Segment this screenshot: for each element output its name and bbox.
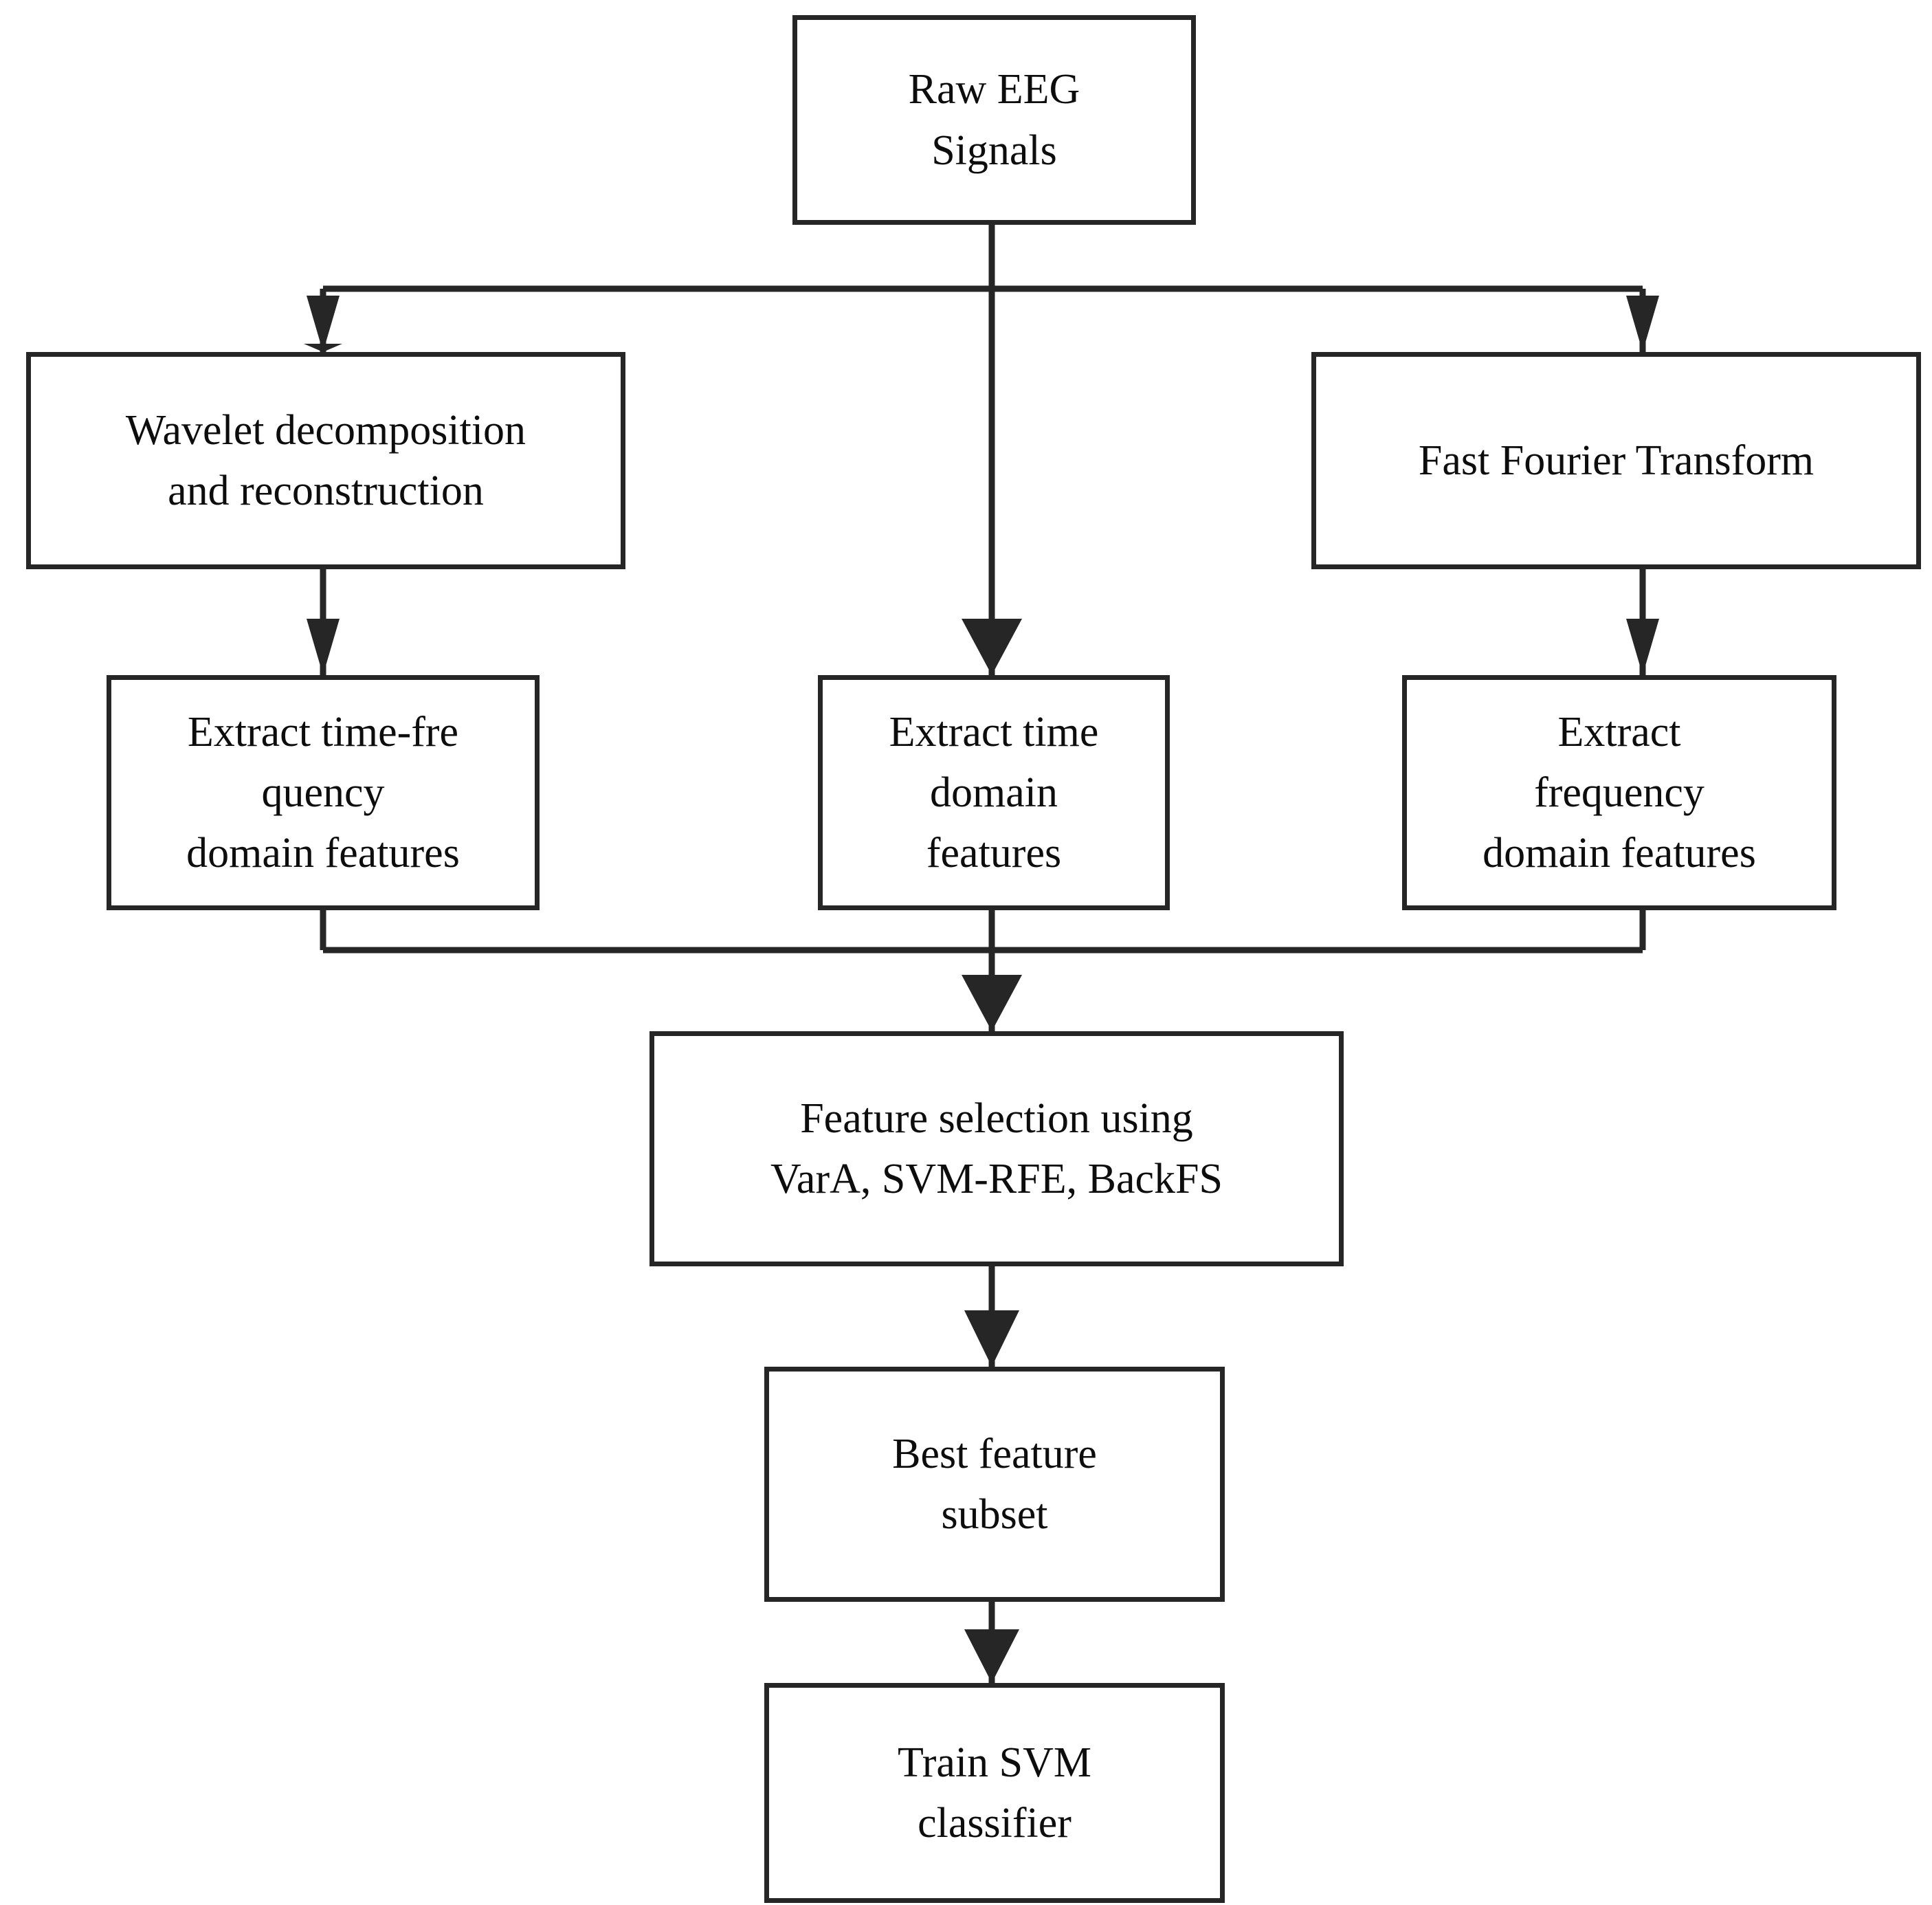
arrowhead-into-freq (1626, 619, 1659, 675)
node-label-extract-time-domain-features: Extract time domain features (889, 708, 1099, 877)
arrowhead-into-timedomain (962, 619, 1022, 675)
arrowhead-into-timefreq (307, 619, 340, 675)
arrowhead-into-wavelet-tail (307, 296, 340, 352)
node-wavelet-decomposition[interactable]: Wavelet decomposition and reconstruction (26, 352, 625, 569)
node-label-feature-selection: Feature selection using VarA, SVM-RFE, B… (770, 1094, 1223, 1202)
node-label-extract-frequency-domain-features: Extract frequency domain features (1483, 708, 1756, 877)
node-label-extract-time-frequency-domain-features: Extract time-fre quency domain features (186, 708, 460, 877)
node-label-raw-eeg-signals: Raw EEG Signals (908, 66, 1080, 174)
node-raw-eeg-signals[interactable]: Raw EEG Signals (792, 15, 1196, 225)
node-best-feature-subset[interactable]: Best feature subset (764, 1367, 1225, 1602)
node-train-svm-classifier[interactable]: Train SVM classifier (764, 1683, 1225, 1903)
arrowhead-into-fft (1626, 296, 1659, 352)
arrowheads (304, 296, 1659, 1683)
node-label-best-feature-subset: Best feature subset (892, 1430, 1097, 1538)
node-extract-time-frequency-domain-features[interactable]: Extract time-fre quency domain features (107, 675, 540, 910)
node-extract-frequency-domain-features[interactable]: Extract frequency domain features (1402, 675, 1836, 910)
node-label-train-svm-classifier: Train SVM classifier (898, 1739, 1091, 1847)
node-label-wavelet-decomposition: Wavelet decomposition and reconstruction (125, 406, 526, 514)
node-fast-fourier-transform[interactable]: Fast Fourier Transform (1311, 352, 1921, 569)
arrowhead-into-best-feature-subset (964, 1310, 1019, 1367)
arrowhead-into-feature-selection (962, 975, 1022, 1031)
node-extract-time-domain-features[interactable]: Extract time domain features (818, 675, 1170, 910)
arrowhead-into-train-svm (964, 1629, 1019, 1683)
node-label-fast-fourier-transform: Fast Fourier Transform (1418, 437, 1814, 484)
node-feature-selection[interactable]: Feature selection using VarA, SVM-RFE, B… (649, 1031, 1344, 1266)
